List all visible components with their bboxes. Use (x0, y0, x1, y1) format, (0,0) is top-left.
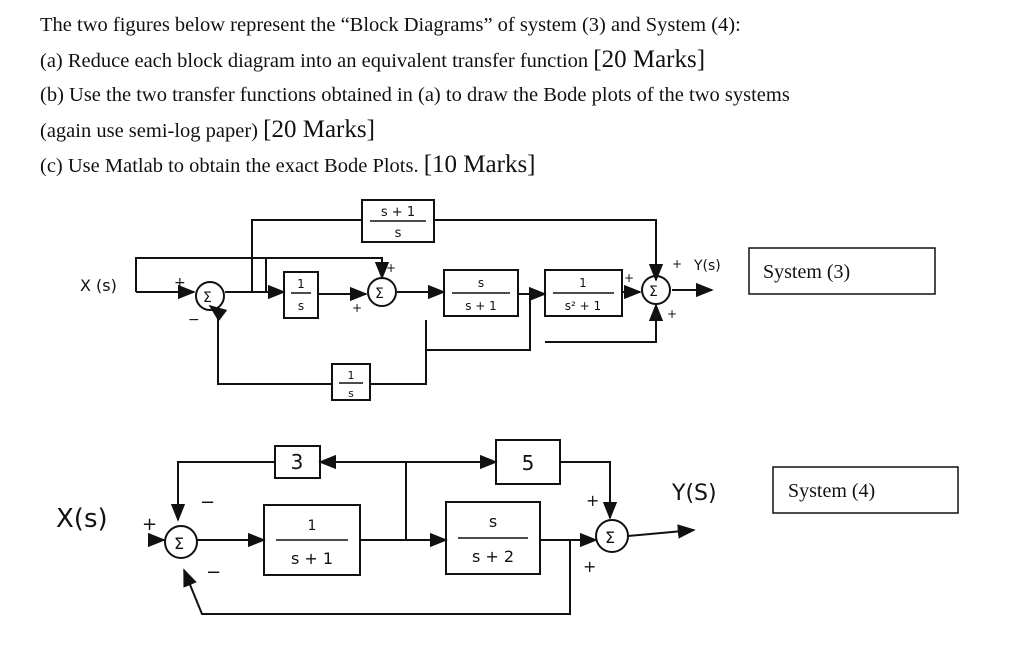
s4-gain3-text: 3 (291, 450, 304, 474)
part-c-text: (c) Use Matlab to obtain the exact Bode … (40, 155, 419, 177)
question-part-b-line2: (again use semi-log paper) [20 Marks] (40, 113, 1000, 149)
s3-sign-sum2-top: + (386, 261, 396, 275)
s3-lower-feed-right (545, 303, 664, 343)
s3-lead-block (443, 269, 519, 317)
s3-sum1 (195, 281, 225, 311)
s4-first-num: 1 (308, 518, 317, 534)
s3-sum3 (641, 275, 671, 305)
s4-input-label: X(s) (56, 504, 108, 534)
s3-sign-sum3-top: + (672, 257, 682, 271)
s4-gain3-return (170, 461, 275, 522)
system4-label: System (4) (788, 480, 875, 502)
system3-label-box: System (3) (748, 247, 936, 295)
system4-diagram (147, 439, 696, 615)
s4-bottom-feedback (183, 540, 571, 615)
s4-sign-sum2-top: + (586, 491, 599, 510)
s4-output-label: Y(S) (671, 481, 717, 506)
s3-sign-sum3-left: + (624, 271, 634, 285)
s3-feedforward-den: s (395, 226, 402, 241)
question-intro: The two figures below represent the “Blo… (40, 14, 741, 36)
s3-sum3-symbol: Σ (649, 284, 658, 300)
question-part-b-line1: (b) Use the two transfer functions obtai… (40, 84, 790, 106)
question-text: The two figures below represent the “Blo… (40, 8, 1000, 184)
s4-gain3-block (274, 445, 321, 479)
s4-second-num: s (489, 512, 497, 531)
s3-output-label: Y(s) (693, 258, 721, 274)
part-b-text: (again use semi-log paper) (40, 119, 259, 142)
s4-second-order-block (445, 501, 541, 575)
system3-labels: X (s) Y(s) Σ Σ Σ s + 1 s 1 s s s + 1 1 s… (80, 205, 721, 400)
system3-diagram (135, 199, 714, 401)
question-part-a: (a) Reduce each block diagram into an eq… (40, 43, 1000, 79)
s3-second-num: 1 (579, 276, 587, 290)
part-b-marks: [20 Marks] (263, 115, 375, 143)
s3-feedforward-wire (251, 219, 362, 292)
s3-integrator-den: s (298, 299, 304, 313)
part-a-marks: [20 Marks] (593, 45, 706, 73)
s4-first-order-block (263, 504, 361, 576)
s3-sum1-symbol: Σ (203, 290, 212, 306)
s4-output-wire (627, 524, 696, 539)
s3-bypass-to-sum2 (266, 257, 390, 280)
system4-label-box: System (4) (772, 466, 959, 514)
s3-sum2-symbol: Σ (375, 286, 384, 302)
s3-second-den: s² + 1 (565, 299, 601, 313)
s3-integrator-block (283, 271, 319, 319)
part-a-text: (a) Reduce each block diagram into an eq… (40, 49, 589, 72)
s3-feedback-block (331, 363, 371, 401)
s3-sign-sum1-top: + (174, 275, 186, 291)
s3-sign-sum3-bottom: + (667, 307, 677, 321)
s4-second-den: s + 2 (472, 547, 514, 566)
s3-sign-sum1-bottom: − (188, 312, 200, 328)
s4-sign-sum1-top: − (200, 492, 215, 513)
s4-sum2-symbol: Σ (605, 528, 615, 547)
s4-sum2 (595, 519, 629, 553)
s3-feedback-den: s (348, 387, 354, 400)
s4-sum1 (164, 525, 198, 559)
system4-labels: X(s) Y(S) Σ Σ 3 5 1 s + 1 s s + 2 + − − … (56, 450, 717, 583)
s3-lead-den: s + 1 (465, 299, 497, 313)
s3-feedforward-out (434, 219, 664, 282)
s3-feedback-wire (370, 320, 427, 385)
s3-lead-num: s (478, 276, 484, 290)
s4-gain5-block (495, 439, 561, 485)
s3-sum2 (367, 277, 397, 307)
system3-label: System (3) (763, 261, 850, 283)
s4-first-den: s + 1 (291, 549, 333, 568)
s4-sign-sum1-left: + (142, 514, 157, 535)
s3-second-order-block (544, 269, 623, 317)
s3-upper-bypass-wire (135, 257, 267, 292)
s3-input-label: X (s) (80, 276, 117, 295)
s3-feedforward-block (361, 199, 435, 243)
s4-sum1-symbol: Σ (174, 534, 184, 553)
s4-gain3-feedback (318, 454, 407, 540)
s3-feedback-num: 1 (348, 369, 355, 382)
s4-gain5-out (560, 461, 618, 520)
s4-gain5-text: 5 (522, 451, 535, 475)
part-c-marks: [10 Marks] (423, 151, 536, 178)
s3-feedforward-num: s + 1 (381, 205, 415, 220)
s3-sign-sum2-left: + (352, 301, 362, 315)
s4-sign-sum2-bottom: + (583, 557, 596, 576)
s3-integrator-num: 1 (297, 277, 305, 291)
question-part-c: (c) Use Matlab to obtain the exact Bode … (40, 148, 1000, 184)
s4-sign-sum1-bottom: − (206, 562, 221, 583)
